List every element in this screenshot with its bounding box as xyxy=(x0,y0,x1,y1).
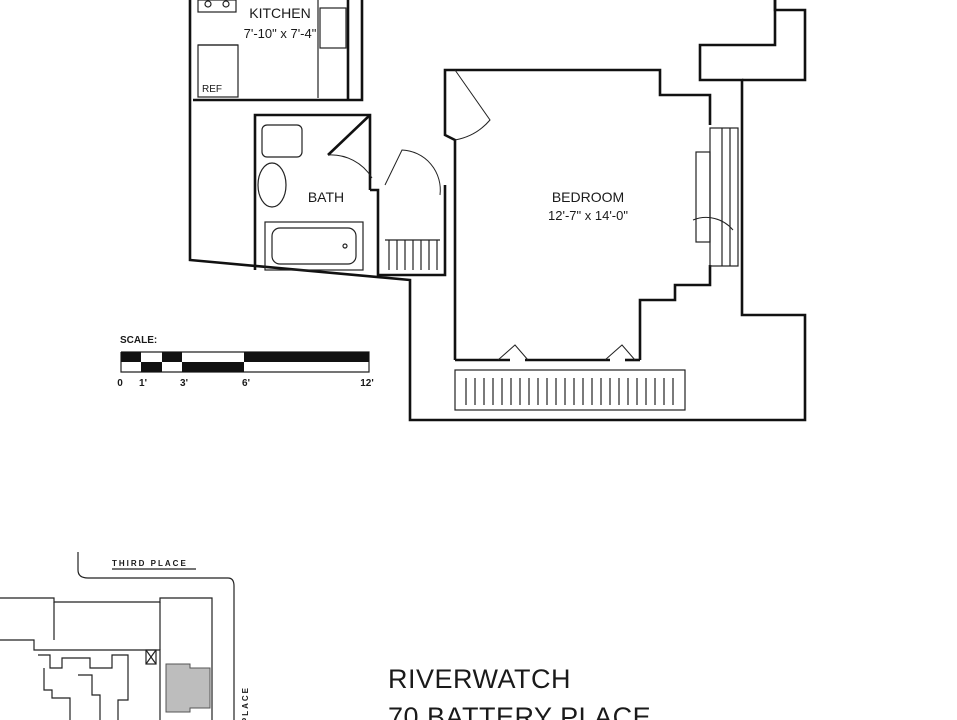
street-label-place: PLACE xyxy=(241,686,250,720)
key-plan: THIRD PLACE PLACE xyxy=(0,552,250,720)
apartment-walls xyxy=(188,0,807,422)
scale-bar: SCALE: 0 1' 3' 6' 12' xyxy=(117,335,374,389)
kitchen-fixtures xyxy=(197,0,347,98)
scale-tick-0: 0 xyxy=(117,378,123,389)
kitchen-label: KITCHEN xyxy=(249,5,310,21)
scale-tick-6: 6' xyxy=(242,378,250,389)
scale-tick-12: 12' xyxy=(360,378,374,389)
scale-title: SCALE: xyxy=(120,335,157,346)
unit-highlight xyxy=(165,663,211,713)
building-name: RIVERWATCH xyxy=(388,664,571,694)
bedroom-closet-rod xyxy=(465,378,674,405)
kitchen-dimensions: 7'-10" x 7'-4" xyxy=(244,26,317,41)
bath-label: BATH xyxy=(308,189,344,205)
bath-fixtures xyxy=(257,124,364,271)
doors xyxy=(327,69,734,361)
bedroom-dimensions: 12'-7" x 14'-0" xyxy=(548,208,628,223)
scale-tick-3: 3' xyxy=(180,378,188,389)
building-address: 70 BATTERY PLACE xyxy=(388,702,651,720)
bath-closet-rod xyxy=(385,239,440,270)
bedroom-window xyxy=(695,127,739,267)
bedroom-label: BEDROOM xyxy=(552,189,624,205)
scale-tick-1: 1' xyxy=(139,378,147,389)
street-label-third-place: THIRD PLACE xyxy=(112,559,188,568)
refrigerator-label: REF xyxy=(202,84,222,95)
bedroom-closet xyxy=(454,369,686,411)
